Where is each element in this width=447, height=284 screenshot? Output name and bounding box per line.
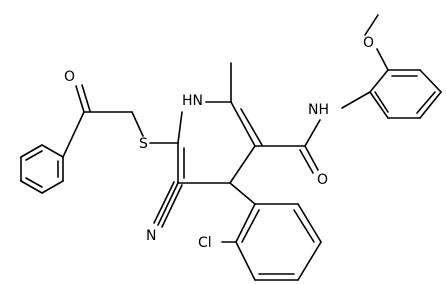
dihydropyridine-ring	[177, 101, 263, 184]
methoxy-group	[364, 14, 389, 71]
ketone-linker	[62, 84, 144, 158]
nitrile-nitrogen: N	[146, 228, 156, 244]
amide-nh-label: NH	[308, 102, 329, 118]
nitrile-group	[153, 181, 183, 228]
c4-aryl-bond	[229, 182, 256, 205]
methoxyphenyl-ring	[341, 69, 442, 119]
methoxy-oxygen: O	[363, 35, 374, 51]
sulfur-atom: S	[139, 136, 148, 152]
ring-nh-label: HN	[182, 93, 203, 109]
chlorophenyl-ring	[235, 203, 322, 281]
amide-oxygen: O	[317, 172, 328, 188]
chlorine-atom: Cl	[198, 235, 212, 251]
carbonyl-oxygen-left: O	[64, 69, 75, 85]
benzoyl-phenyl-ring	[20, 144, 64, 194]
amide-group	[254, 119, 321, 174]
